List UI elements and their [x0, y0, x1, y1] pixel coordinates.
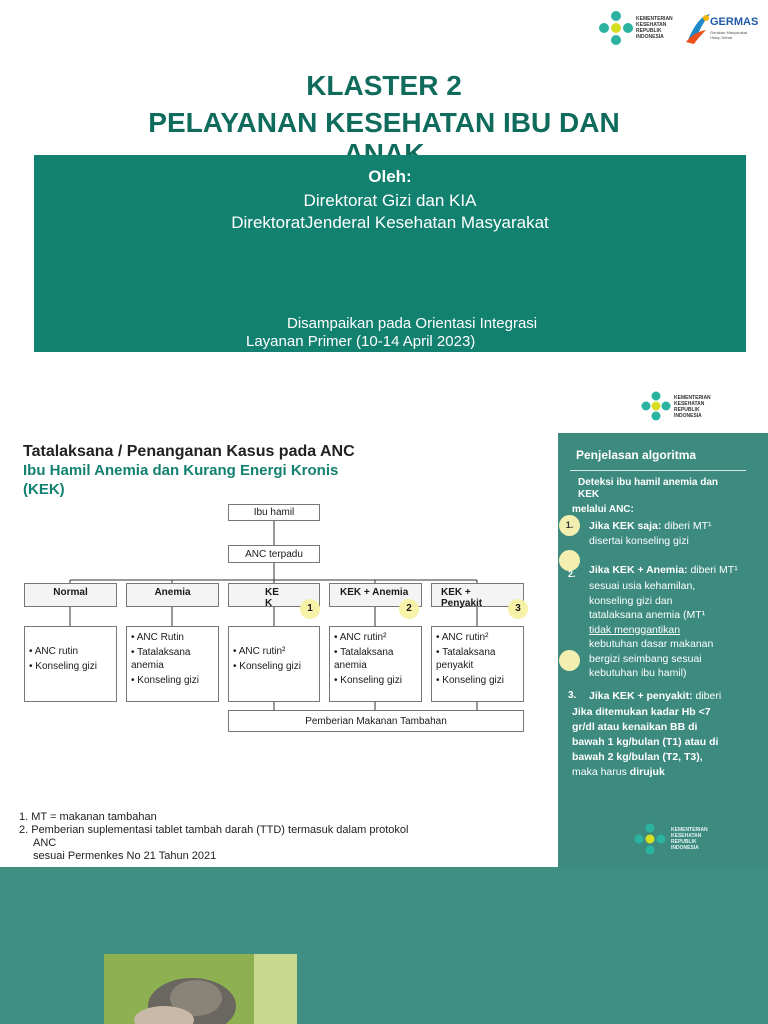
- flow-anc-box: ANC terpadu: [228, 545, 320, 563]
- delivered-line: Disampaikan pada Orientasi Integrasi: [287, 315, 538, 332]
- list-kek-anemia: • ANC rutin² • Tatalaksana anemia • Kons…: [329, 626, 422, 702]
- item-number: 3.: [568, 690, 577, 701]
- panel-intro: Deteksi ibu hamil anemia dan KEK: [578, 477, 719, 500]
- badge-1: 1: [300, 599, 320, 619]
- list-item: • Konseling gizi: [233, 661, 301, 672]
- presenter-box: Oleh: Direktorat Gizi dan KIA Direktorat…: [34, 155, 746, 352]
- category-kek-penyakit: KEK + Penyakit: [431, 583, 524, 609]
- slide-photo: [0, 867, 768, 1024]
- item-2-detail: sesuai usia kehamilan, konseling gizi da…: [589, 580, 714, 679]
- list-item: • Konseling gizi: [131, 675, 199, 686]
- list-item: • Tatalaksana anemia: [334, 647, 394, 671]
- list-item: • ANC rutin²: [436, 632, 489, 643]
- logo-text-line: INDONESIA: [671, 845, 699, 851]
- algorithm-explanation-panel: Penjelasan algoritma Deteksi ibu hamil a…: [558, 433, 768, 867]
- org-line: DirektoratJenderal Kesehatan Masyarakat: [231, 213, 549, 232]
- list-item: • Konseling gizi: [29, 661, 97, 672]
- pmt-box: Pemberian Makanan Tambahan: [228, 710, 524, 732]
- by-label: Oleh:: [368, 167, 412, 186]
- item-marker: [559, 650, 580, 671]
- footnotes: 1. MT = makanan tambahan 2. Pemberian su…: [19, 811, 559, 863]
- category-anemia: Anemia: [126, 583, 219, 607]
- badge-2: 2: [399, 599, 419, 619]
- title-line: PELAYANAN KESEHATAN IBU DAN: [148, 107, 620, 138]
- list-item: • Tatalaksana anemia: [131, 647, 191, 671]
- slide-title: KEMENTERIAN KESEHATAN REPUBLIK INDONESIA…: [0, 0, 768, 372]
- list-item: • Konseling gizi: [436, 675, 504, 686]
- org-line: Direktorat Gizi dan KIA: [303, 191, 477, 210]
- list-item: • Konseling gizi: [334, 675, 402, 686]
- slide-subheading: (KEK): [23, 481, 65, 498]
- title-line: KLASTER 2: [306, 70, 462, 101]
- list-normal: • ANC rutin • Konseling gizi: [24, 626, 117, 702]
- logo-text-line: KESEHATAN: [671, 833, 702, 839]
- item-number: 2.: [568, 569, 576, 579]
- logo-text-line: REPUBLIK: [671, 839, 697, 845]
- list-kek: • ANC rutin² • Konseling gizi: [228, 626, 320, 702]
- logo-text-line: KEMENTERIAN: [671, 827, 708, 833]
- kemenkes-logo: KEMENTERIAN KESEHATAN REPUBLIK INDONESIA: [634, 823, 744, 859]
- germas-wordmark: GERMAS: [710, 16, 759, 28]
- footnote: 1. MT = makanan tambahan: [19, 811, 157, 823]
- list-item: • Tatalaksana penyakit: [436, 647, 496, 671]
- logo-text-line: INDONESIA: [636, 34, 664, 40]
- item-1: Jika KEK saja: diberi MT¹: [589, 520, 712, 532]
- item-3-detail: Jika ditemukan kadar Hb <7 gr/dl atau ke…: [572, 706, 719, 763]
- item-marker: [559, 550, 580, 571]
- list-item: • ANC Rutin: [131, 632, 184, 643]
- logo-text-line: REPUBLIK: [674, 407, 700, 413]
- photo-mother-child: [104, 954, 297, 1024]
- item-3: Jika KEK + penyakit: diberi: [589, 690, 722, 702]
- footnote: ANC: [33, 837, 57, 849]
- panel-intro-end: melalui ANC:: [572, 504, 634, 515]
- category-normal: Normal: [24, 583, 117, 607]
- item-1-line: disertai konseling gizi: [589, 535, 689, 547]
- kemenkes-logo: KEMENTERIAN KESEHATAN REPUBLIK INDONESIA: [641, 391, 711, 423]
- photo-placeholder-icon: [104, 954, 297, 1024]
- logo-text-line: REPUBLIK: [636, 28, 662, 34]
- item-3-end: maka harus dirujuk: [572, 766, 665, 778]
- germas-tagline: Gerakan Masyarakat Hidup Sehat: [710, 30, 748, 40]
- germas-emblem-icon: [686, 14, 710, 44]
- kemenkes-emblem-icon: [641, 391, 671, 421]
- logo-text-line: KESEHATAN: [636, 22, 667, 28]
- list-kek-penyakit: • ANC rutin² • Tatalaksana penyakit • Ko…: [431, 626, 524, 702]
- kemenkes-emblem-icon: [634, 823, 666, 855]
- category-label: KEK: [265, 587, 279, 609]
- footnote: 2. Pemberian suplementasi tablet tambah …: [19, 824, 409, 836]
- category-kek-anemia: KEK + Anemia: [329, 583, 422, 607]
- logo-text-line: INDONESIA: [674, 413, 702, 419]
- logo-text-line: KEMENTERIAN: [636, 16, 673, 22]
- flow-connectors: [69, 521, 478, 710]
- logo-text-line: KESEHATAN: [674, 401, 705, 407]
- kemenkes-logo: KEMENTERIAN KESEHATAN REPUBLIK INDONESIA: [598, 10, 674, 46]
- badge-3: 3: [508, 599, 528, 619]
- category-label: KEK + Penyakit: [441, 587, 483, 609]
- panel-divider: [570, 470, 746, 471]
- list-item: • ANC rutin²: [334, 632, 387, 643]
- flow-start-box: Ibu hamil: [228, 504, 320, 521]
- slide-subheading: Ibu Hamil Anemia dan Kurang Energi Kroni…: [23, 462, 339, 479]
- list-item: • ANC rutin: [29, 646, 79, 657]
- logo-text-line: KEMENTERIAN: [674, 395, 711, 401]
- item-2: Jika KEK + Anemia: diberi MT¹: [589, 564, 738, 576]
- slide-heading: Tatalaksana / Penanganan Kasus pada ANC: [23, 443, 355, 460]
- delivered-line: Layanan Primer (10-14 April 2023): [246, 333, 476, 350]
- germas-logo: GERMAS Gerakan Masyarakat Hidup Sehat: [684, 8, 758, 48]
- slide-algorithm: KEMENTERIAN KESEHATAN REPUBLIK INDONESIA…: [0, 372, 768, 867]
- list-item: • ANC rutin²: [233, 646, 286, 657]
- footnote: sesuai Permenkes No 21 Tahun 2021: [33, 850, 217, 862]
- panel-heading: Penjelasan algoritma: [576, 448, 697, 462]
- kemenkes-emblem-icon: [599, 11, 633, 45]
- item-marker: 1.: [559, 515, 580, 536]
- list-anemia: • ANC Rutin • Tatalaksana anemia • Konse…: [126, 626, 219, 702]
